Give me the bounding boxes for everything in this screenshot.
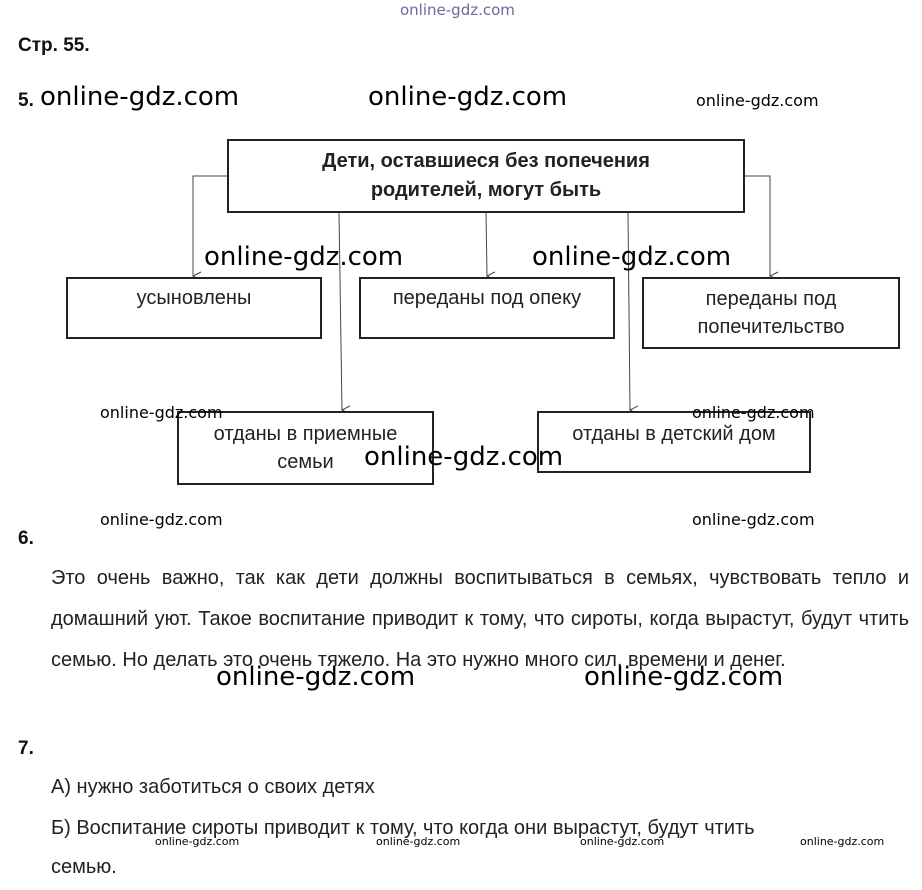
- watermark: online-gdz.com: [204, 242, 404, 272]
- watermark: online-gdz.com: [100, 510, 223, 529]
- diagram-arrows: [0, 175, 922, 520]
- diagram-box-orphanage-label: отданы в детский дом: [572, 423, 776, 445]
- watermark: online-gdz.com: [155, 835, 240, 848]
- diagram-box-adopted-label: усыновлены: [136, 287, 252, 309]
- diagram-box-guardianship-label: переданы под опеку: [392, 287, 582, 309]
- diagram-box-trusteeship: переданы под попечительство: [642, 277, 900, 349]
- section-7-answer-b-line-2: семью.: [51, 856, 117, 878]
- watermark: online-gdz.com: [368, 82, 568, 112]
- section-7-answer-b-line-1: Б) Воспитание сироты приводит к тому, чт…: [51, 817, 755, 839]
- watermark: online-gdz.com: [692, 510, 815, 529]
- arrow-to-foster: [338, 212, 342, 410]
- watermark-top: online-gdz.com: [400, 1, 515, 19]
- watermark: online-gdz.com: [532, 242, 732, 272]
- watermark: online-gdz.com: [216, 662, 416, 692]
- watermark: online-gdz.com: [800, 835, 885, 848]
- section-6-text: Это очень важно, так как дети должны вос…: [51, 567, 909, 671]
- section-6-number: 6.: [18, 528, 34, 549]
- diagram-box-foster: отданы в приемные семьи: [177, 411, 434, 485]
- diagram-root-box: Дети, оставшиеся без попечения родителей…: [227, 139, 745, 213]
- watermark: online-gdz.com: [376, 835, 461, 848]
- section-5-number: 5.: [18, 90, 34, 111]
- diagram-box-foster-line-2: семьи: [277, 451, 334, 473]
- diagram-box-trusteeship-line-2: попечительство: [697, 316, 845, 338]
- diagram-root-line-2: родителей, могут быть: [370, 179, 602, 201]
- arrow-to-trusteeship: [744, 175, 770, 276]
- diagram-box-trusteeship-line-1: переданы под: [705, 288, 837, 310]
- watermark: online-gdz.com: [584, 662, 784, 692]
- watermark: online-gdz.com: [696, 91, 819, 110]
- diagram-box-adopted: усыновлены: [66, 277, 322, 339]
- watermark: online-gdz.com: [100, 403, 223, 422]
- diagram-box-foster-line-1: отданы в приемные: [213, 423, 398, 445]
- watermark: online-gdz.com: [580, 835, 665, 848]
- diagram-box-orphanage: отданы в детский дом: [537, 411, 811, 473]
- page-label: Стр. 55.: [18, 35, 90, 56]
- arrow-to-adopted: [193, 175, 228, 276]
- watermark: online-gdz.com: [364, 442, 564, 472]
- arrow-to-guardianship: [485, 212, 487, 276]
- watermark: online-gdz.com: [40, 82, 240, 112]
- diagram-root-line-1: Дети, оставшиеся без попечения: [322, 150, 650, 172]
- watermark: online-gdz.com: [692, 403, 815, 422]
- section-7-number: 7.: [18, 738, 34, 759]
- diagram-box-guardianship: переданы под опеку: [359, 277, 615, 339]
- arrow-to-orphanage: [627, 212, 630, 410]
- section-7-answer-a: А) нужно заботиться о своих детях: [51, 776, 375, 798]
